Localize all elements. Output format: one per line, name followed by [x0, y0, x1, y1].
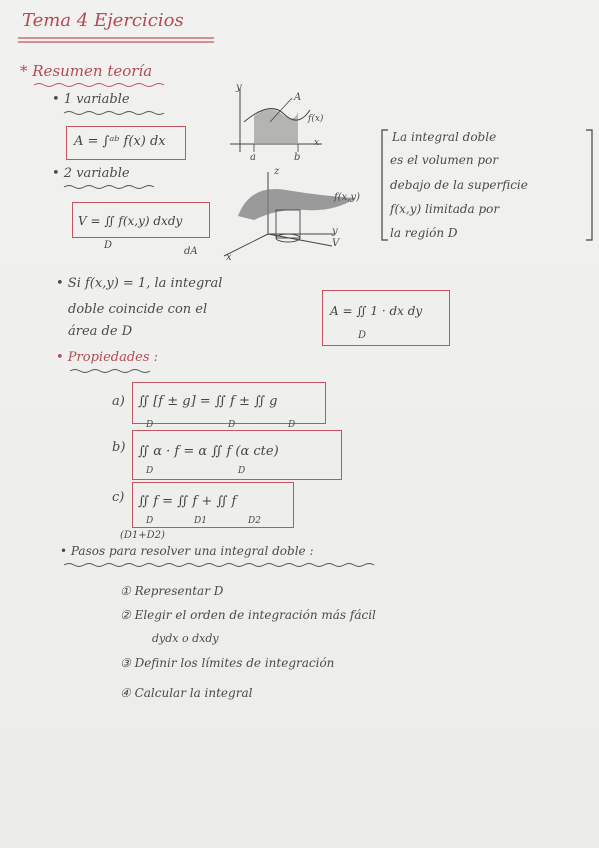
- dos-variables-formula-box: [72, 202, 210, 238]
- prop-a-label: a): [112, 394, 125, 409]
- prop-b-label: b): [112, 440, 126, 455]
- propiedades-underline: [69, 369, 151, 373]
- prop-c-sub-3: D2: [248, 516, 261, 526]
- prop-c-label: c): [112, 490, 125, 505]
- paso-2-options: dydx o dxdy: [152, 632, 219, 645]
- resumen-underline: [33, 83, 165, 87]
- side-note-line-1: La integral doble: [392, 130, 497, 144]
- prop-a-sub-1: D: [146, 420, 154, 430]
- page-title: Tema 4 Ejercicios: [22, 10, 184, 31]
- dos-variables-sub-D: D: [104, 240, 113, 251]
- prop-b-formula: ∬ α · f = α ∬ f (α cte): [138, 444, 279, 459]
- prop-b-sub-1: D: [146, 466, 154, 476]
- una-variable-heading: • 1 variable: [52, 92, 130, 107]
- si-note-line-3: área de D: [68, 324, 133, 339]
- una-variable-underline: [63, 111, 165, 115]
- graph-fx-label: f(x): [308, 114, 324, 124]
- graph2-z-label: z: [274, 166, 280, 177]
- si-note-line-1: • Si f(x,y) = 1, la integral: [56, 276, 223, 291]
- graph-y-label: y: [236, 82, 242, 93]
- graph2-fxy-label: f(x,y): [334, 192, 360, 203]
- graph2-y-label: y: [332, 226, 338, 237]
- graph-b-label: b: [294, 152, 301, 163]
- prop-c-formula: ∬ f = ∬ f + ∬ f: [138, 494, 237, 509]
- prop-b-box: [132, 430, 342, 480]
- paso-1: ① Representar D: [120, 584, 224, 598]
- dos-variables-heading: • 2 variable: [52, 166, 130, 181]
- una-variable-formula: A = ∫ᵃᵇ f(x) dx: [74, 134, 166, 149]
- area-formula: A = ∬ 1 · dx dy: [330, 304, 423, 318]
- pasos-heading: • Pasos para resolver una integral doble…: [60, 544, 314, 558]
- side-note-line-3: debajo de la superficie: [390, 178, 528, 192]
- dos-variables-underline: [63, 185, 155, 189]
- graph2-x-label: x: [226, 252, 232, 263]
- paso-2: ② Elegir el orden de integración más fác…: [120, 608, 376, 622]
- graph-x-label: x: [314, 138, 320, 148]
- graph-A-label: A: [294, 92, 302, 103]
- prop-a-box: [132, 382, 326, 424]
- side-note-line-4: f(x,y) limitada por: [390, 202, 500, 216]
- dos-variables-graph: [223, 172, 356, 257]
- resumen-heading: * Resumen teoría: [20, 62, 153, 80]
- title-underline: [18, 37, 214, 43]
- dos-variables-sub-dA: dA: [184, 246, 198, 257]
- una-variable-formula-box: [66, 126, 186, 160]
- paso-4: ④ Calcular la integral: [120, 686, 253, 700]
- prop-c-box: [132, 482, 294, 528]
- graph-a-label: a: [250, 152, 256, 163]
- dos-variables-formula: V = ∬ f(x,y) dxdy: [78, 214, 183, 228]
- prop-c-sub-1: D: [146, 516, 154, 526]
- prop-c-note: (D1+D2): [120, 530, 165, 541]
- si-note-line-2: doble coincide con el: [68, 302, 208, 317]
- area-formula-box: [322, 290, 450, 346]
- propiedades-heading: • Propiedades :: [56, 350, 159, 365]
- una-variable-graph: [230, 88, 322, 152]
- prop-c-sub-2: D1: [194, 516, 207, 526]
- paso-3: ③ Definir los límites de integración: [120, 656, 335, 670]
- side-note-brackets: [381, 129, 593, 241]
- prop-a-sub-2: D: [228, 420, 236, 430]
- pasos-underline: [63, 563, 375, 567]
- side-note-line-2: es el volumen por: [390, 153, 499, 167]
- graph2-v-label: V: [332, 238, 340, 249]
- prop-a-formula: ∬ [f ± g] = ∬ f ± ∬ g: [138, 394, 278, 409]
- side-note-line-5: la región D: [390, 226, 458, 240]
- prop-a-sub-3: D: [288, 420, 296, 430]
- prop-b-sub-2: D: [238, 466, 246, 476]
- area-sub-D: D: [358, 330, 367, 341]
